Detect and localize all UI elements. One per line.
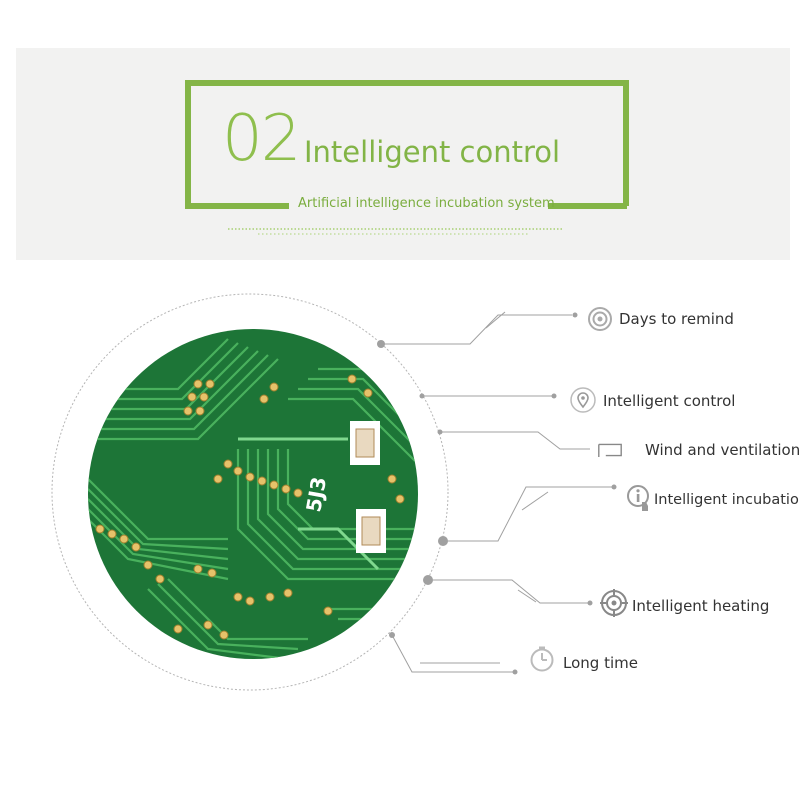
feature-label-long-time: Long time xyxy=(563,654,638,672)
stopwatch-icon xyxy=(530,646,554,672)
title-frame xyxy=(185,80,629,206)
location-pin-icon xyxy=(570,387,596,413)
title-frame-bottom-left xyxy=(185,203,289,209)
title-frame-bottom-right xyxy=(548,203,627,209)
feature-label-wind-and-ventilation: Wind and ventilation xyxy=(645,441,800,459)
section-subtitle: Artificial intelligence incubation syste… xyxy=(298,196,555,211)
feature-label-intelligent-control: Intelligent control xyxy=(603,392,736,410)
section-title: Intelligent control xyxy=(304,135,561,169)
feature-label-days-to-remind: Days to remind xyxy=(619,310,734,328)
feature-label-intelligent-incubation: Intelligent incubation xyxy=(654,492,800,508)
dotted-underline xyxy=(228,228,564,235)
ventilation-frame-icon xyxy=(598,443,622,457)
info-hand-icon xyxy=(627,485,649,511)
feature-label-intelligent-heating: Intelligent heating xyxy=(632,597,770,615)
circuit-board-image: 5J3 xyxy=(88,329,418,659)
section-number: 02 xyxy=(222,102,301,176)
target-ring-icon xyxy=(588,307,612,331)
heating-crosshair-icon xyxy=(600,589,628,617)
